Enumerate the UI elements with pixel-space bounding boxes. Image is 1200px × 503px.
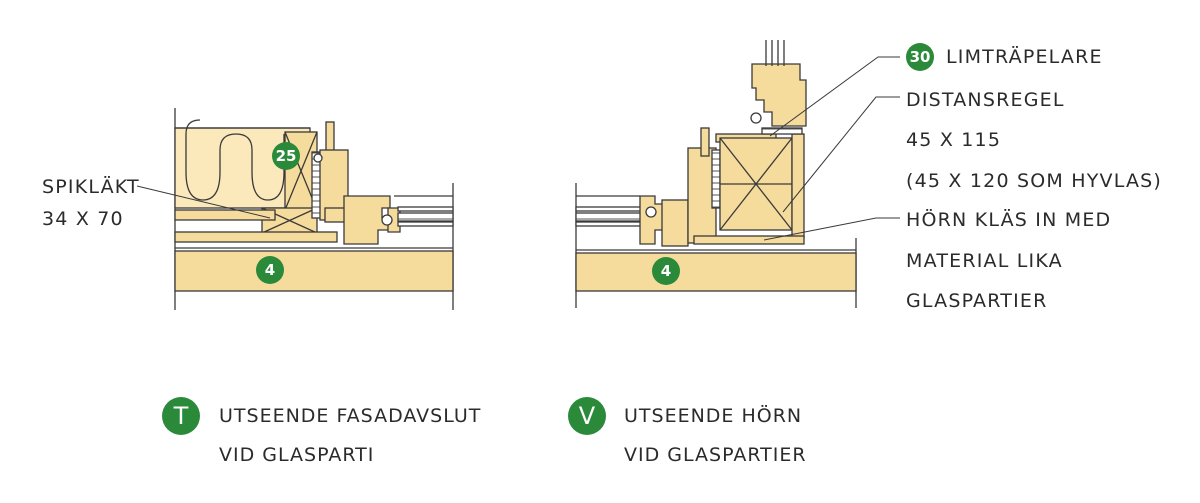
- distansregel-leader: [782, 96, 900, 213]
- horn-label-line1: HÖRN KLÄS IN MED: [906, 209, 1112, 231]
- glass-pane: [575, 206, 645, 212]
- glass-pane: [397, 206, 454, 212]
- caption-t-line2: VID GLASPARTI: [219, 444, 375, 466]
- insulation-wave: [185, 133, 285, 201]
- spiklakt-label: SPIKLÄKT: [42, 176, 140, 198]
- caption-v-line1: UTSEENDE HÖRN: [624, 405, 803, 427]
- corner-frame: [687, 147, 717, 244]
- distansregel-planed-dimension: (45 X 120 SOM HYVLAS): [906, 170, 1163, 192]
- horn-label-line3: GLASPARTIER: [906, 290, 1048, 312]
- badge-30: 30: [906, 43, 934, 71]
- limtrapelare: [751, 63, 807, 127]
- horn-label-line2: MATERIAL LIKA: [906, 250, 1063, 272]
- limtrapelare-leader: [769, 56, 900, 137]
- left-detail-drawing: [136, 108, 454, 310]
- caption-v-line2: VID GLASPARTIER: [624, 444, 807, 466]
- badge-25: 25: [272, 142, 300, 170]
- spiklakt-leader: [136, 185, 271, 219]
- badge-4-left: 4: [256, 256, 284, 284]
- caption-t-line1: UTSEENDE FASADAVSLUT: [219, 405, 482, 427]
- badge-4-right: 4: [652, 257, 680, 285]
- distansregel-dimension: 45 X 115: [906, 129, 1002, 151]
- horn-cladding: [791, 133, 805, 239]
- right-detail-drawing: [575, 40, 900, 308]
- horn-leader: [763, 217, 900, 241]
- limtrapelare-label: LIMTRÄPELARE: [946, 46, 1103, 68]
- base-beam: [174, 250, 454, 292]
- caption-badge-v: V: [568, 397, 606, 435]
- base-beam: [575, 252, 857, 292]
- distansregel-label: DISTANSREGEL: [906, 89, 1065, 111]
- caption-badge-t: T: [162, 397, 200, 435]
- spiklakt-dimension: 34 X 70: [42, 208, 124, 230]
- lining-board: [174, 231, 338, 243]
